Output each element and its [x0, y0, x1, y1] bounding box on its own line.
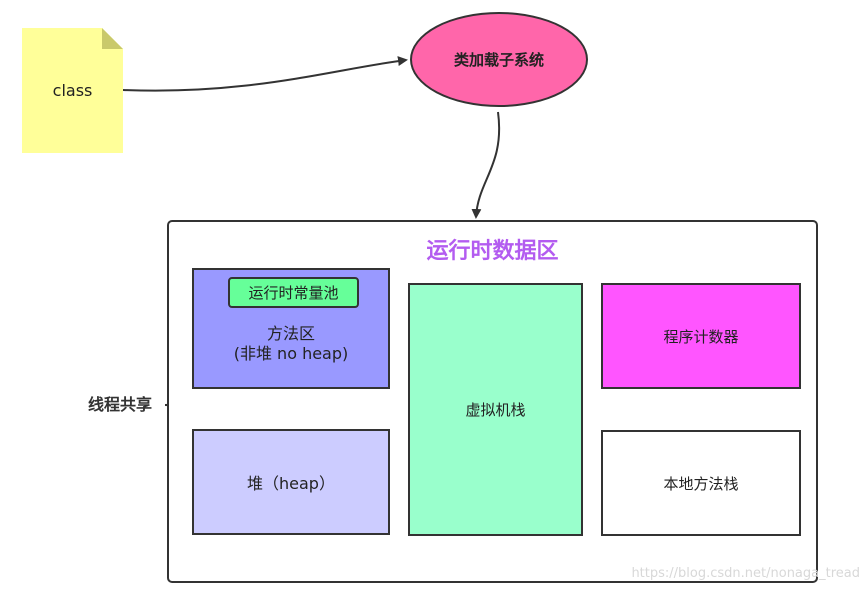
thread-shared-text: 线程共享: [87, 395, 152, 414]
class-loader-subsystem: 类加载子系统: [410, 12, 588, 107]
native-stack-label: 本地方法栈: [663, 474, 739, 493]
method-area-sublabel: (非堆 no heap): [233, 343, 349, 363]
heap: 堆（heap）: [192, 429, 390, 535]
heap-label: 堆（heap）: [247, 474, 335, 493]
runtime-data-area-title: 运行时数据区: [167, 232, 818, 266]
note-fold-corner: [102, 28, 123, 49]
program-counter-register: 程序计数器: [601, 283, 801, 389]
class-loader-label: 类加载子系统: [453, 51, 544, 69]
loader-to-runtime-arrow: [471, 111, 501, 219]
class-file-label: class: [52, 81, 93, 100]
method-area-label: 方法区: [266, 323, 315, 343]
watermark: https://blog.csdn.net/nonaga_tread: [631, 566, 860, 581]
native-method-stack: 本地方法栈: [601, 430, 801, 536]
pc-register-label: 程序计数器: [663, 327, 739, 346]
thread-shared-label: 线程共享: [70, 390, 170, 416]
vm-stack: 虚拟机栈: [408, 283, 583, 536]
runtime-constant-pool: 运行时常量池: [228, 277, 359, 308]
class-to-loader-arrow: [122, 56, 408, 92]
vm-stack-label: 虚拟机栈: [465, 401, 526, 419]
runtime-title-text: 运行时数据区: [426, 239, 559, 264]
constant-pool-label: 运行时常量池: [248, 284, 339, 302]
